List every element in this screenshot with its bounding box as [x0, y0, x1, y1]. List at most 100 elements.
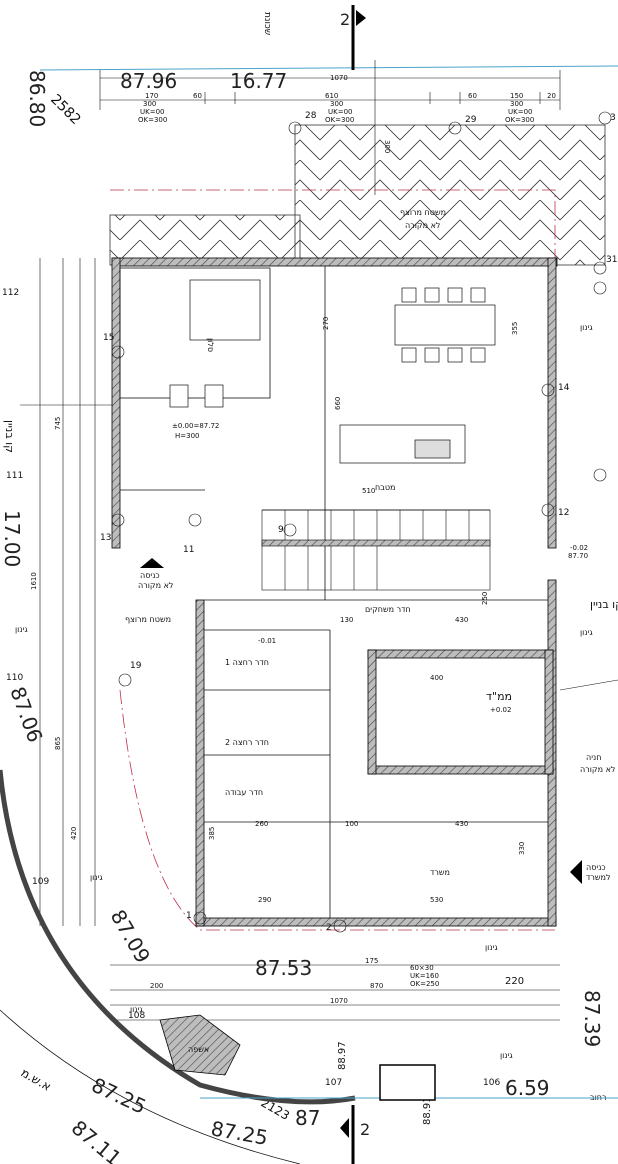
building-walls — [111, 257, 558, 927]
level-h: H=300 — [175, 432, 200, 440]
dim-bot-60x30: 60×30 — [410, 964, 434, 972]
level-m002: -0.02 — [570, 544, 588, 552]
top-note: שכונת — [262, 12, 272, 35]
staircase — [261, 509, 491, 591]
roof-not-covered-label: לא מקורה — [405, 221, 440, 230]
level-m001: -0.01 — [258, 637, 276, 645]
elev-small2: 88.91 — [422, 1096, 433, 1125]
elev-bottom-a: 87.25 — [88, 1073, 150, 1119]
dim-left-745: 745 — [54, 417, 62, 430]
dining-table — [394, 287, 496, 363]
grid-markers — [111, 111, 612, 933]
kitchen-island — [339, 424, 466, 464]
grid-29: 29 — [465, 115, 477, 125]
label-garden-3: גינון — [15, 625, 28, 634]
elev-bottom-b: 87.25 — [209, 1116, 270, 1150]
entrance-arrow — [140, 558, 164, 568]
elev-left-lower: 87.06 — [5, 684, 47, 746]
bottom-dimensions — [110, 964, 560, 1021]
dim-130: 130 — [340, 616, 353, 624]
uk-mid: UK=00 — [328, 108, 353, 116]
elev-bottom-c: 87.11 — [67, 1115, 126, 1164]
grid-107: 107 — [325, 1078, 342, 1088]
axis-line-bottom — [119, 689, 555, 931]
sofa — [169, 279, 261, 408]
room-living: סלון — [206, 338, 215, 352]
grid-31: 31 — [606, 255, 617, 265]
elev-bottom-right: 87.39 — [580, 990, 604, 1047]
room-shower1: חדר רחצה 1 — [225, 658, 269, 667]
label-garden-5: גינון — [485, 943, 498, 952]
level-pl002: +0.02 — [490, 706, 511, 714]
grid-11: 11 — [183, 545, 194, 555]
label-parking2: לא מקורה — [580, 765, 615, 774]
dim-bot-uk: UK=160 — [410, 972, 439, 980]
dim-top-60b: 60 — [468, 92, 477, 100]
grid-28: 28 — [305, 111, 317, 121]
label-entrance-not-covered: לא מקורה — [138, 581, 173, 590]
grid-14: 14 — [558, 383, 570, 393]
room-game: חדר משחקים — [365, 605, 411, 614]
office-entrance-arrow — [570, 860, 582, 884]
dim-250: 250 — [481, 592, 489, 605]
dim-top-60a: 60 — [193, 92, 202, 100]
grid-111: 111 — [6, 471, 23, 481]
dim-260: 260 — [255, 820, 268, 828]
elev-corner-left: 86.80 — [25, 70, 49, 127]
dim-left-1610: 1610 — [30, 572, 38, 590]
roof-zigzag-strip — [109, 214, 301, 266]
roof-zigzag-area — [294, 124, 606, 266]
grid-112: 112 — [2, 288, 19, 298]
label-building-line-2: קו בניין — [590, 598, 618, 611]
label-paved: משטח מרוצף — [125, 615, 171, 624]
axis-line — [110, 189, 556, 260]
left-dimensions — [39, 258, 96, 926]
grid-108: 108 — [128, 1011, 145, 1021]
plot-boundary-top — [39, 65, 618, 71]
elev-bottom-87: 87 — [295, 1106, 320, 1130]
grid-110: 110 — [6, 673, 23, 683]
dim-left-865: 865 — [54, 737, 62, 750]
label-building-line: קו בניין — [3, 420, 16, 453]
elev-top-left: 87.96 — [120, 69, 177, 93]
room-kitchen: מטבח — [375, 483, 395, 492]
dim-top-20: 20 — [547, 92, 556, 100]
grid-3: 3 — [610, 113, 616, 123]
dim-430b: 430 — [455, 820, 468, 828]
level-8770: 87.70 — [568, 552, 588, 560]
ok-mid: OK=300 — [325, 116, 354, 124]
dim-510: 510 — [362, 487, 375, 495]
room-office: משרד — [430, 868, 450, 877]
room-work: חדר עבודה — [225, 788, 263, 797]
svg-text:אשפה: אשפה — [188, 1045, 209, 1054]
section-marker-top: 2 — [340, 5, 366, 70]
dim-top-610: 610 — [325, 92, 338, 100]
dim-top-1070: 1070 — [330, 74, 348, 82]
grid-1: 1 — [186, 911, 192, 921]
label-parking: חניה — [586, 753, 601, 762]
dim-top-300b: 300 — [330, 100, 343, 108]
dim-660: 660 — [334, 397, 342, 410]
elev-small: 88.97 — [337, 1041, 348, 1070]
label-garden-6: גינון — [500, 1051, 513, 1060]
dim-bot-1070: 1070 — [330, 997, 348, 1005]
dim-bot-200: 200 — [150, 982, 163, 990]
grid-2: 2 — [326, 923, 332, 933]
dim-400: 400 — [430, 674, 443, 682]
grid-109: 109 — [32, 877, 49, 887]
ok-left: OK=300 — [138, 116, 167, 124]
elev-left-mid: 17.00 — [0, 510, 24, 567]
dim-355: 355 — [511, 322, 519, 335]
ok-right: OK=300 — [505, 116, 534, 124]
dim-left-420: 420 — [70, 827, 78, 840]
dim-bot-175: 175 — [365, 957, 378, 965]
label-garden-4: גינון — [90, 873, 103, 882]
dim-100: 100 — [345, 820, 358, 828]
stair-wall — [261, 539, 491, 547]
grid-13: 13 — [100, 533, 111, 543]
roof-pergola-label: משטח מרוצף — [400, 208, 446, 217]
uk-left: UK=00 — [140, 108, 165, 116]
uk-right: UK=00 — [508, 108, 533, 116]
elev-bottom-mid: 87.53 — [255, 956, 312, 980]
